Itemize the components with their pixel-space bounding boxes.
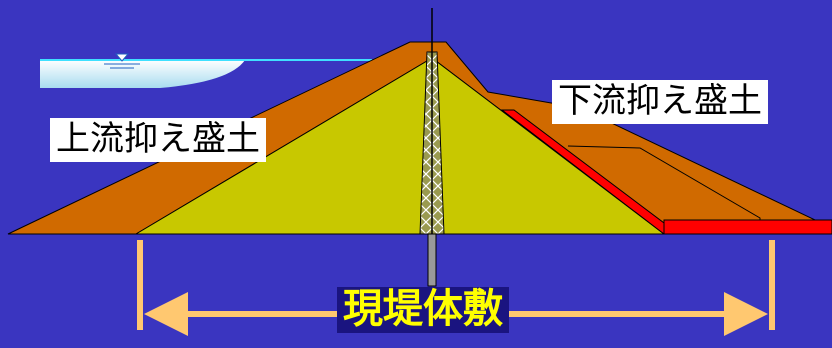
reservoir-water: [40, 60, 245, 88]
downstream-fill-label: 下流抑え盛土: [552, 80, 768, 124]
upstream-fill-label: 上流抑え盛土: [50, 118, 266, 162]
existing-embankment: [134, 57, 666, 235]
core-foundation-pile: [427, 233, 437, 287]
drain-layer-base: [663, 219, 832, 235]
water-level-triangle-icon: [104, 53, 140, 69]
existing-base-label: 現堤体敷: [337, 287, 509, 333]
